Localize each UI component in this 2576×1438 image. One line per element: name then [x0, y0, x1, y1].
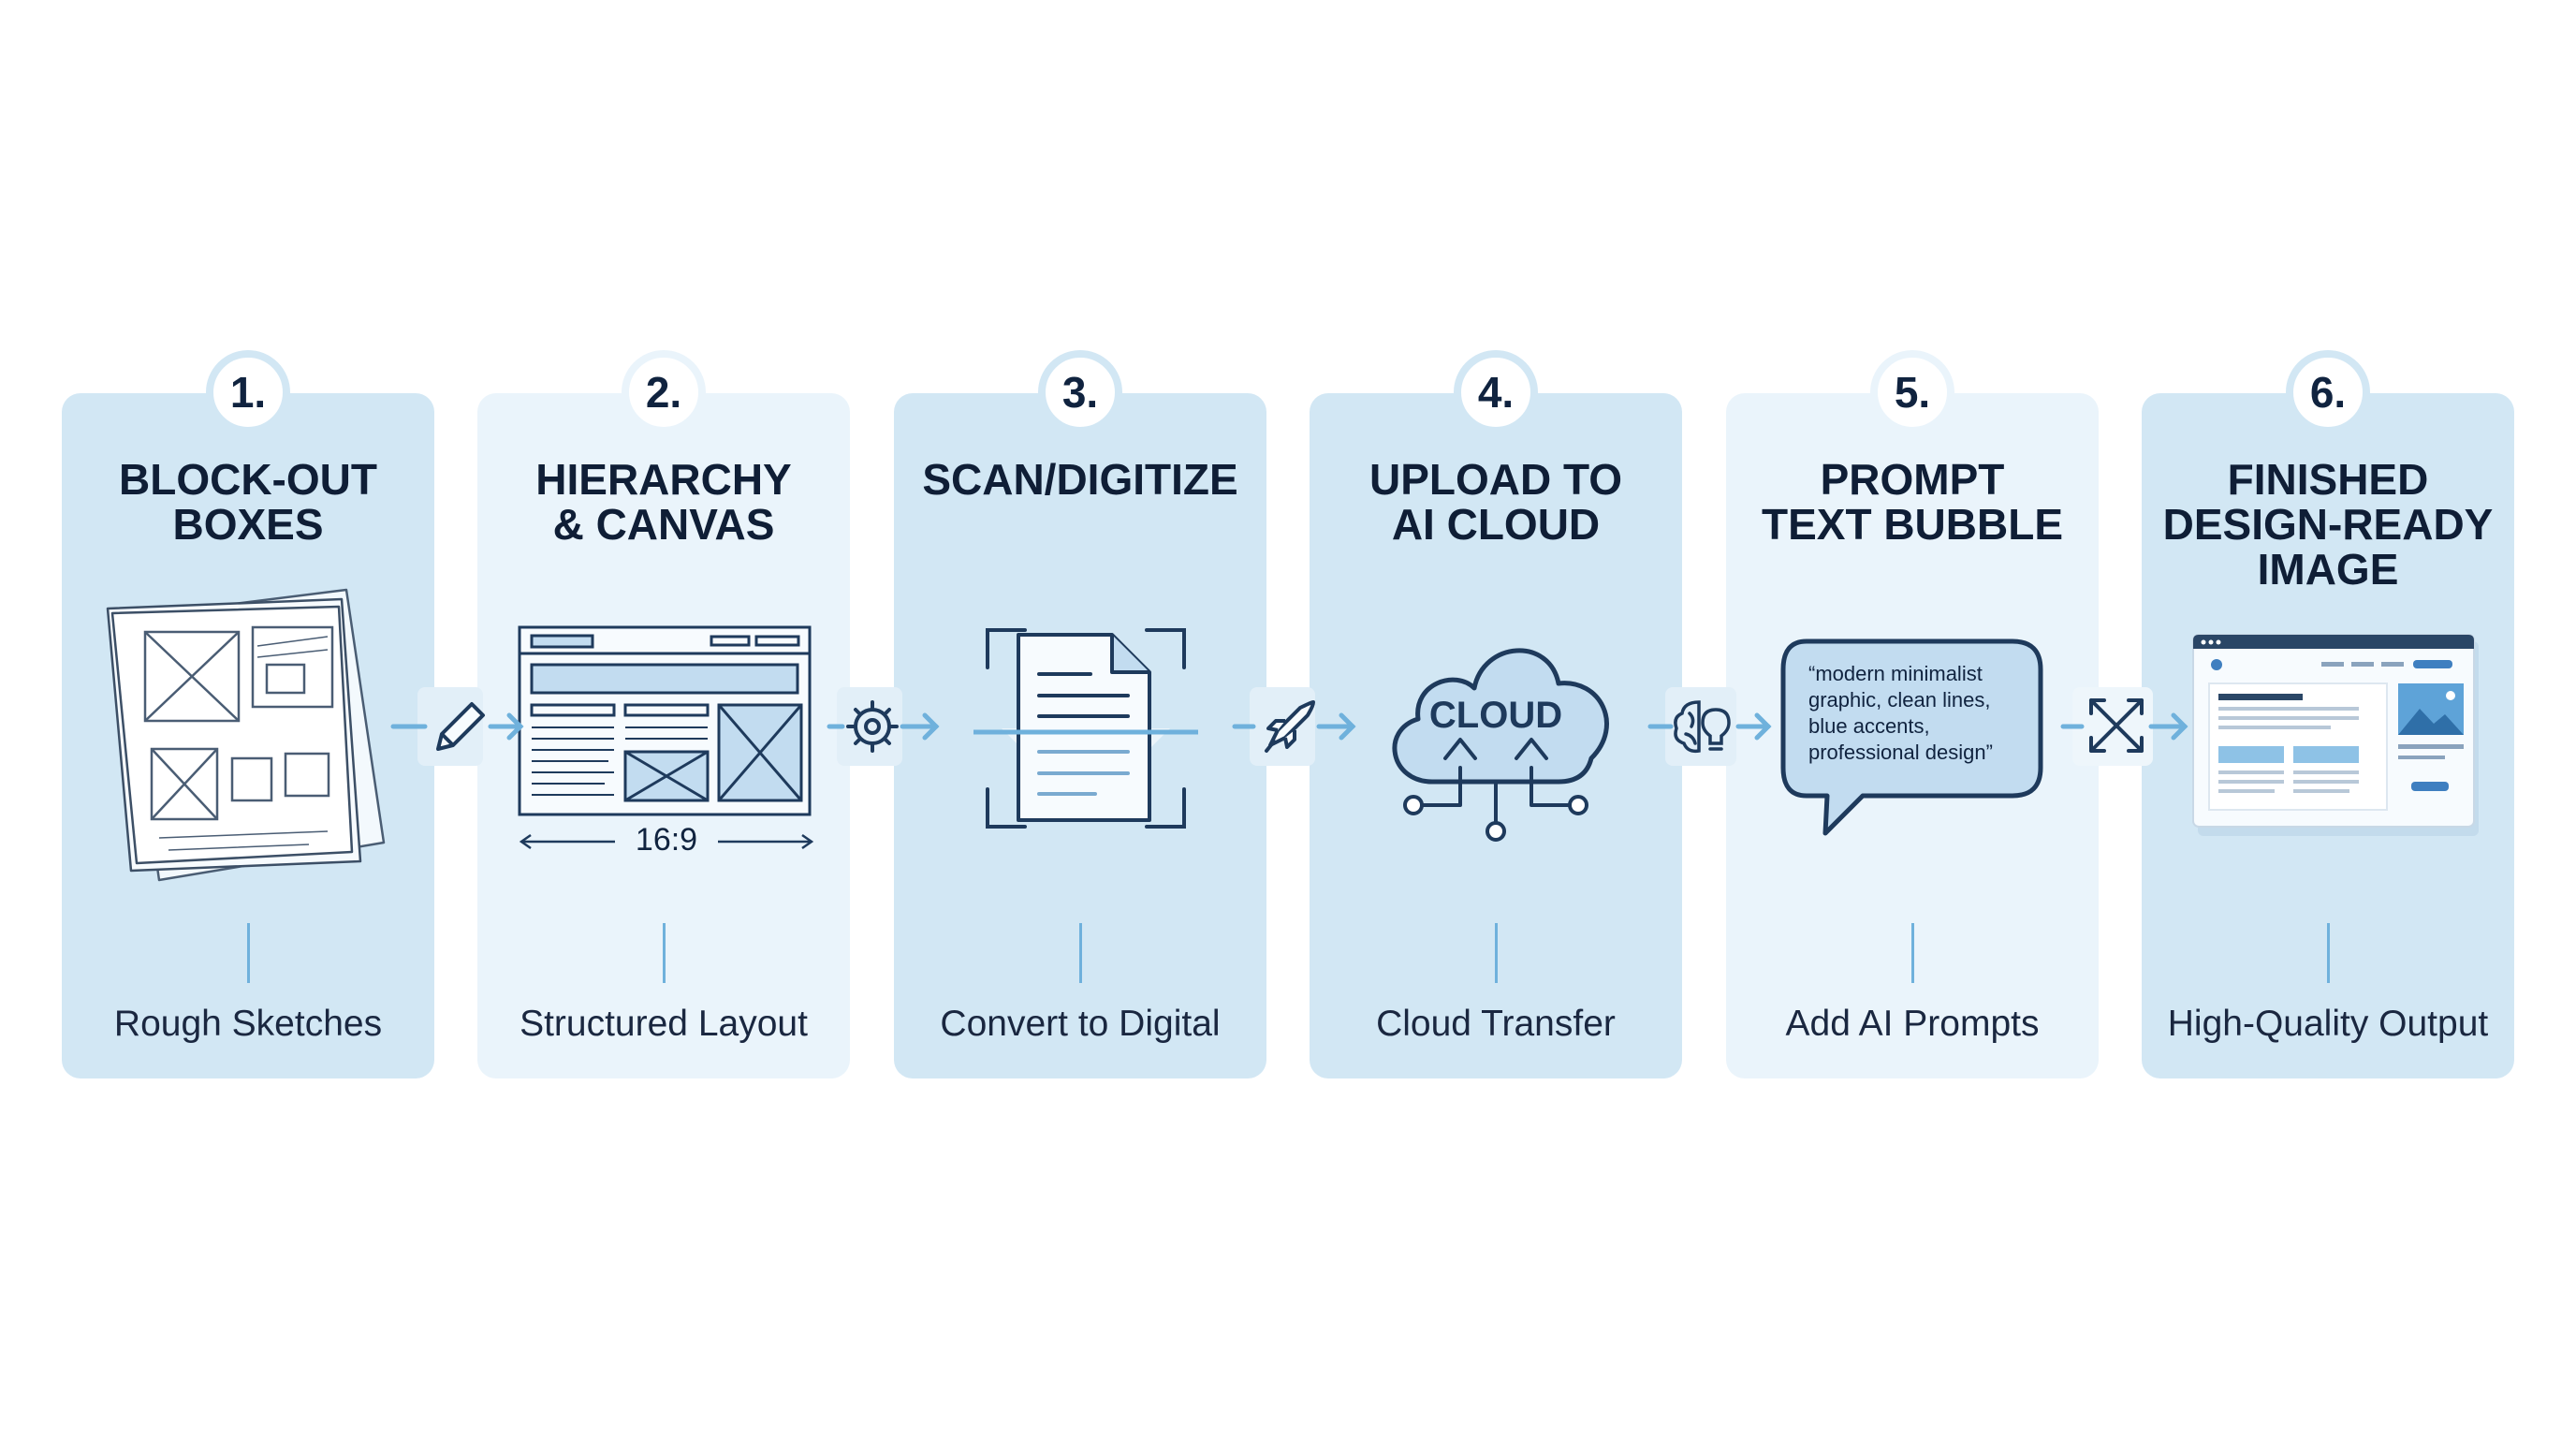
step-title-3: SCAN/DIGITIZE: [922, 455, 1238, 504]
step-number-1: 1.: [206, 350, 290, 434]
step-divider-1: [247, 923, 250, 983]
connector-4: [1647, 687, 1772, 766]
gear-icon: [846, 700, 899, 753]
prompt-text: “modern minimalist graphic, clean lines,…: [1808, 662, 1993, 764]
step-caption-1: Rough Sketches: [113, 1004, 383, 1044]
cloud-upload-icon: [1392, 648, 1609, 842]
step-caption-3: Convert to Digital: [940, 1004, 1221, 1044]
step-divider-6: [2327, 923, 2330, 983]
cloud-label: CLOUD: [1428, 695, 1563, 736]
connector-1: [390, 687, 524, 766]
step-divider-4: [1495, 923, 1498, 983]
scan-document-icon: [973, 628, 1198, 829]
step-title-1: BLOCK-OUT BOXES: [119, 455, 377, 549]
step-title-6: FINISHED DESIGN-READY IMAGE: [2162, 455, 2494, 594]
expand-icon: [2089, 698, 2144, 753]
brain-bulb-icon: [1674, 700, 1731, 754]
step-number-3: 3.: [1038, 350, 1122, 434]
step-number-2: 2.: [622, 350, 706, 434]
step-title-4: UPLOAD TO AI CLOUD: [1368, 455, 1623, 549]
step-number-4: 4.: [1454, 350, 1538, 434]
step-title-2: HIERARCHY & CANVAS: [535, 455, 792, 549]
pencil-icon: [436, 702, 485, 751]
step-number-6: 6.: [2286, 350, 2370, 434]
step-caption-5: Add AI Prompts: [1785, 1004, 2040, 1044]
wireframe-layout-icon: [518, 625, 812, 816]
connector-5: [2060, 687, 2188, 766]
step-divider-2: [663, 923, 666, 983]
step-divider-5: [1911, 923, 1914, 983]
connector-2: [827, 687, 940, 766]
aspect-ratio-label: 16:9: [635, 822, 698, 858]
step-title-5: PROMPT TEXT BUBBLE: [1762, 455, 2063, 549]
rocket-icon: [1265, 700, 1315, 753]
step-divider-3: [1079, 923, 1082, 983]
speech-bubble-icon: [1780, 638, 2043, 836]
ratio-arrow: [519, 833, 814, 850]
step-caption-2: Structured Layout: [520, 1004, 808, 1044]
step-caption-4: Cloud Transfer: [1376, 1004, 1616, 1044]
sketch-papers-icon: [106, 588, 386, 882]
step-caption-6: High-Quality Output: [2167, 1004, 2489, 1044]
step-number-5: 5.: [1870, 350, 1954, 434]
finished-design-icon: [2192, 634, 2479, 836]
connector-3: [1232, 687, 1356, 766]
